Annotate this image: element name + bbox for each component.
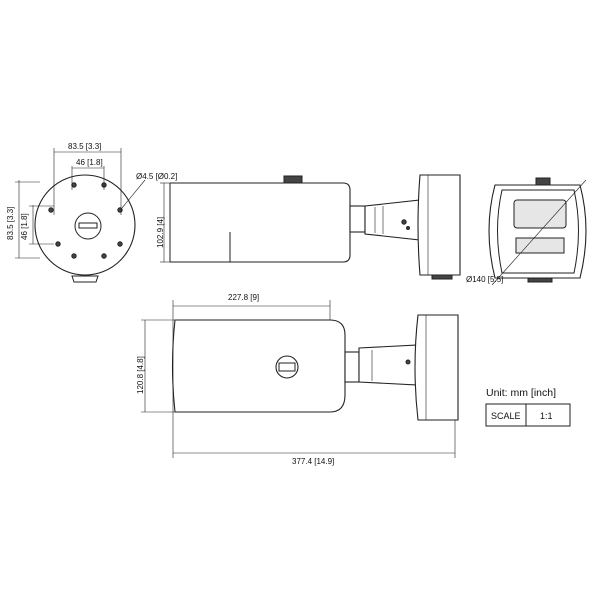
hole-spacing-v-label: 46 [1.8] — [20, 213, 29, 240]
camera-body-top — [171, 319, 346, 413]
scale-label: SCALE — [491, 411, 521, 421]
mount-bottom-tab — [71, 275, 99, 283]
camera-front-view: Ø140 [5.5] — [466, 177, 587, 286]
hole-diameter-label: Ø4.5 [Ø0.2] — [136, 172, 177, 181]
mount-plate-outline — [34, 174, 136, 276]
unit-label: Unit: mm [inch] — [486, 387, 556, 399]
body-height-side-label: 102.9 [4] — [156, 217, 165, 248]
mount-center-hole — [74, 212, 102, 240]
front-diameter-label: Ø140 [5.5] — [466, 275, 503, 284]
hole-spacing-h-label: 46 [1.8] — [76, 158, 103, 167]
camera-body-side — [170, 182, 351, 263]
mount-hole — [101, 253, 107, 259]
scale-value: 1:1 — [540, 411, 553, 421]
top-view-wall-mount — [414, 314, 459, 421]
body-length-label: 227.8 [9] — [228, 293, 259, 302]
mount-plate-view: 83.5 [3.3] 46 [1.8] Ø4.5 [Ø0.2] 83.5 [3.… — [6, 142, 177, 283]
top-height-label: 120.8 [4.8] — [136, 356, 145, 394]
camera-wall-mount — [417, 174, 461, 276]
top-view-neck — [344, 351, 360, 383]
camera-lens-window — [513, 199, 567, 229]
mount-hole — [55, 241, 61, 247]
camera-arm — [364, 199, 421, 241]
camera-ir-window — [515, 237, 565, 254]
camera-front-housing — [488, 184, 587, 279]
scale-box — [485, 403, 571, 427]
units-block: Unit: mm [inch] SCALE 1:1 — [485, 387, 571, 427]
mount-hole — [117, 207, 123, 213]
mount-height-label: 83.5 [3.3] — [6, 207, 15, 240]
camera-side-view: 102.9 [4] — [156, 174, 461, 280]
mount-hole — [71, 182, 77, 188]
top-view-knob — [275, 355, 299, 379]
mount-center-slot — [78, 222, 98, 229]
mount-hole — [71, 253, 77, 259]
camera-top-view: 227.8 [9] 120.8 [4.8] 377.4 [14.9] — [136, 293, 459, 466]
front-top-knob — [535, 177, 551, 186]
mount-hole — [48, 207, 54, 213]
camera-top-knob — [283, 175, 303, 184]
total-length-label: 377.4 [14.9] — [292, 457, 334, 466]
top-view-arm — [358, 344, 419, 386]
camera-neck — [349, 205, 366, 233]
mount-hole — [117, 241, 123, 247]
mount-width-label: 83.5 [3.3] — [68, 142, 101, 151]
